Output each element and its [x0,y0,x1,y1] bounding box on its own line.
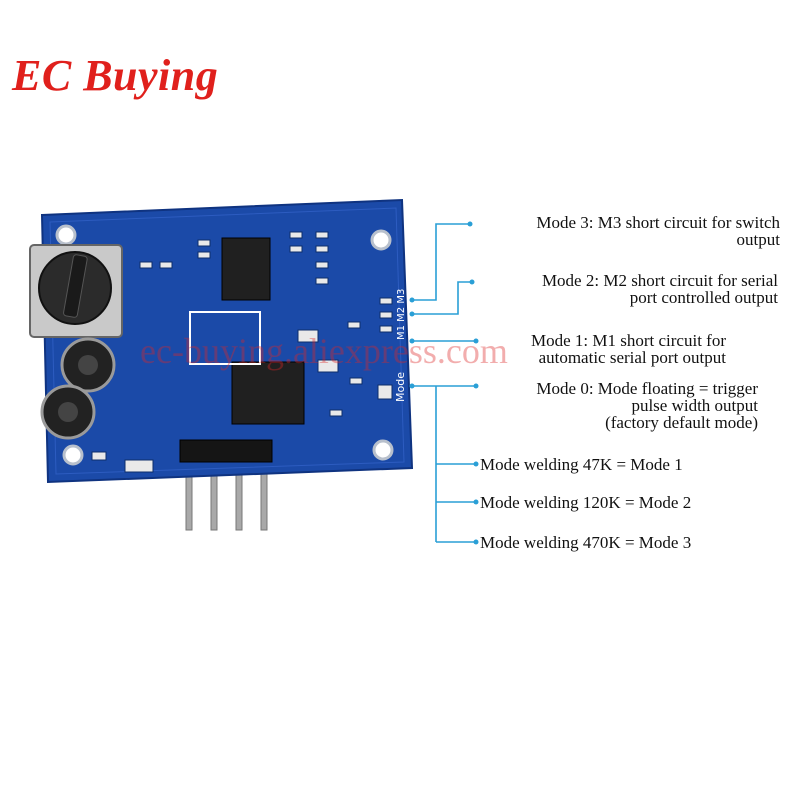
annotation-mode-1: Mode 1: M1 short circuit for automatic s… [480,332,726,366]
annotation-mode-1-line1: Mode 1: M1 short circuit for [531,331,726,350]
annotation-mode-0-line1: Mode 0: Mode floating = trigger [536,379,758,398]
smd-components [91,231,393,473]
brand-logo: EC Buying [12,51,219,100]
annotation-weld-47k: Mode welding 47K = Mode 1 [480,455,683,474]
pcb-board [40,198,414,484]
annotation-mode-3: Mode 3: M3 short circuit for switch outp… [474,214,780,248]
ic-chips [189,237,305,425]
annotation-mode-0-line2: pulse width output [631,396,758,415]
mounting-holes [55,224,394,466]
annotation-mode-3-line1: Mode 3: M3 short circuit for switch [536,213,780,232]
annotation-weld-470k: Mode welding 470K = Mode 3 [480,533,692,552]
header-pins [185,454,268,531]
annotation-weld-120k: Mode welding 120K = Mode 2 [480,493,692,512]
annotation-mode-2-line2: port controlled output [629,288,778,307]
capacitors [40,337,116,440]
callout-dots [409,221,479,545]
potentiometer [29,244,123,338]
watermark: ec-buying.aliexpress.com [140,331,508,371]
silkscreen-mode-label: Mode [394,372,407,402]
annotation-mode-2: Mode 2: M2 short circuit for serial port… [480,272,778,306]
pin-header [179,439,273,463]
annotation-mode-0-line3: (factory default mode) [605,413,758,432]
annotation-mode-0: Mode 0: Mode floating = trigger pulse wi… [480,380,758,431]
annotation-mode-3-line2: output [736,230,780,249]
annotation-mode-1-line2: automatic serial port output [538,348,726,367]
annotation-mode-2-line1: Mode 2: M2 short circuit for serial [541,271,778,290]
silkscreen-pin-labels: M1 M2 M3 [396,289,407,340]
callout-lines [412,223,476,543]
